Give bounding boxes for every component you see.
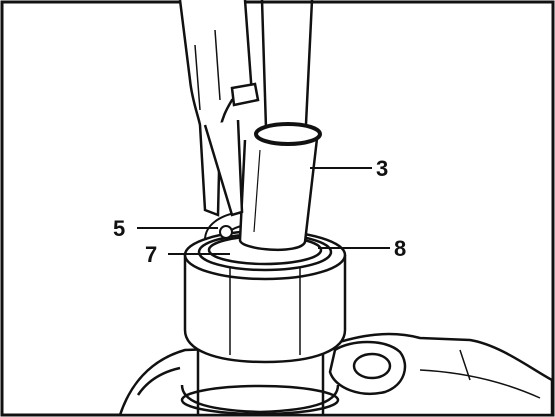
drift-tube xyxy=(238,122,322,252)
callout-3: 3 xyxy=(376,156,388,181)
leader-lines xyxy=(137,167,390,255)
circlip-pliers xyxy=(178,0,260,217)
callout-7: 7 xyxy=(145,242,157,267)
callout-5: 5 xyxy=(113,216,125,241)
bearing-sleeve xyxy=(183,229,347,364)
press-rod xyxy=(260,0,314,129)
callout-8: 8 xyxy=(394,236,406,261)
